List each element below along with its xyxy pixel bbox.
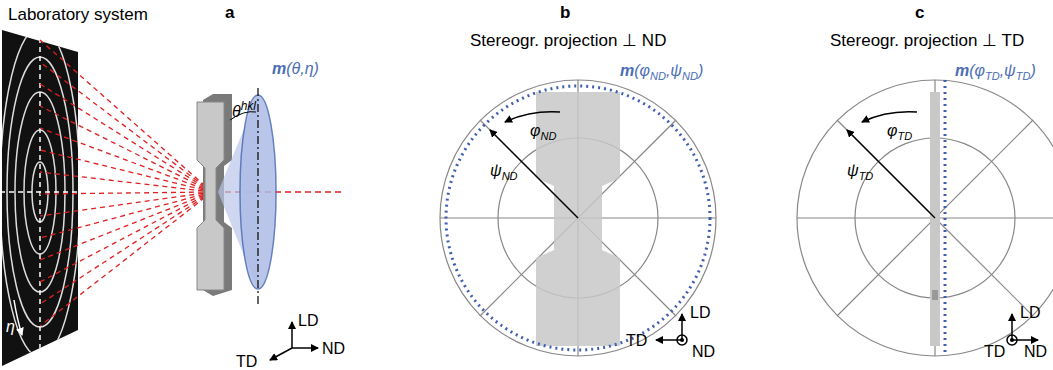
axis-label: TD: [626, 332, 647, 349]
panel-title: Laboratory system: [6, 5, 150, 24]
vector-args: ,ψ: [1000, 62, 1016, 79]
label-group: LD: [298, 312, 318, 330]
vector-symbol: m: [272, 60, 286, 77]
label-group: LD: [690, 304, 710, 322]
label-group: ψTD: [847, 162, 873, 182]
axis-label: ND: [1024, 343, 1047, 360]
detector-axes: [0, 20, 80, 370]
ray: [40, 128, 212, 192]
stereo-net-b: [440, 80, 716, 356]
ray: [40, 84, 212, 192]
label-group: ND: [692, 343, 715, 361]
label-group: η: [6, 318, 15, 336]
panel-letter: a: [225, 3, 234, 22]
ray: [40, 150, 212, 192]
label-group: LD: [1020, 304, 1040, 322]
sample-c: [930, 92, 940, 346]
label-group: TD: [236, 353, 257, 370]
angle-symbol: θ: [232, 103, 241, 120]
axis-label: ND: [322, 340, 345, 357]
vector-symbol: m: [620, 62, 634, 79]
label-group: b: [560, 4, 570, 23]
axis-label: LD: [1020, 304, 1040, 321]
label-group: Stereogr. projection ⊥ TD: [830, 32, 1024, 51]
panel-letter: c: [915, 3, 924, 22]
psi-arrow-b: [490, 130, 578, 218]
ray: [40, 192, 212, 260]
axes-b: [656, 314, 687, 345]
angle-symbol: ψ: [490, 162, 502, 179]
label-group: ND: [1024, 343, 1047, 361]
label-group: Laboratory system: [6, 6, 150, 25]
label-group: TD: [626, 332, 647, 350]
panel-title: Stereogr. projection ⊥ ND: [470, 31, 666, 50]
eta-arrow: [14, 300, 22, 335]
label-group: ψND: [490, 162, 518, 182]
vector-args: ): [698, 62, 703, 79]
m-locus-b: [446, 86, 710, 350]
subscript: ND: [540, 130, 556, 142]
label-group: c: [915, 4, 924, 23]
rotation-axis: [257, 88, 258, 305]
subscript: ND: [682, 70, 698, 82]
axis-label: TD: [236, 353, 257, 370]
vector-args: (φ: [634, 62, 650, 79]
vector-symbol: m: [955, 62, 969, 79]
stereo-net-c: [797, 80, 1053, 356]
sample-c-mark: [932, 290, 938, 300]
subscript: TD: [897, 130, 912, 142]
label-group: m(φTD,ψTD): [955, 62, 1036, 82]
ray: [40, 192, 212, 326]
ray: [40, 62, 212, 192]
ray: [40, 192, 212, 194]
ray: [40, 40, 212, 192]
label-group: TD: [984, 343, 1005, 361]
label-group: φTD: [887, 122, 912, 142]
angle-symbol: φ: [530, 122, 540, 139]
ray: [40, 192, 212, 304]
vector-args: (θ,η): [286, 60, 319, 77]
angle-symbol: ψ: [847, 162, 859, 179]
subscript: ND: [650, 70, 666, 82]
subscript: TD: [1016, 70, 1031, 82]
subscript: ND: [502, 170, 518, 182]
axis-label: TD: [984, 343, 1005, 360]
vector-args: ,ψ: [666, 62, 682, 79]
ray: [40, 192, 212, 238]
axis-label: ND: [692, 343, 715, 360]
angle-symbol: φ: [887, 122, 897, 139]
ray: [40, 192, 212, 216]
ray: [40, 106, 212, 192]
label-group: ND: [322, 340, 345, 358]
label-group: φND: [530, 122, 556, 142]
subscript: TD: [985, 70, 1000, 82]
m-locus-c: [944, 80, 947, 356]
phi-arrow-b: [505, 112, 560, 122]
subscript: TD: [859, 170, 874, 182]
angle-superscript: hkl: [241, 99, 256, 113]
sample-b: [536, 92, 620, 346]
ray: [40, 172, 212, 192]
panel-title: Stereogr. projection ⊥ TD: [830, 31, 1024, 50]
ray: [40, 192, 212, 282]
label-group: θhkl: [232, 100, 256, 121]
axis-label: LD: [298, 312, 318, 329]
angle-symbol: η: [6, 318, 15, 335]
vector-args: (φ: [969, 62, 985, 79]
axis-label: LD: [690, 304, 710, 321]
label-group: Stereogr. projection ⊥ ND: [470, 32, 666, 51]
label-group: m(φND,ψND): [620, 62, 703, 82]
label-group: m(θ,η): [272, 60, 319, 78]
panel-letter: b: [560, 3, 570, 22]
label-group: a: [225, 4, 234, 23]
diffracted-rays: [40, 40, 212, 326]
phi-arrow-c: [862, 112, 917, 122]
psi-arrow-c: [847, 130, 935, 218]
vector-args: ): [1030, 62, 1035, 79]
